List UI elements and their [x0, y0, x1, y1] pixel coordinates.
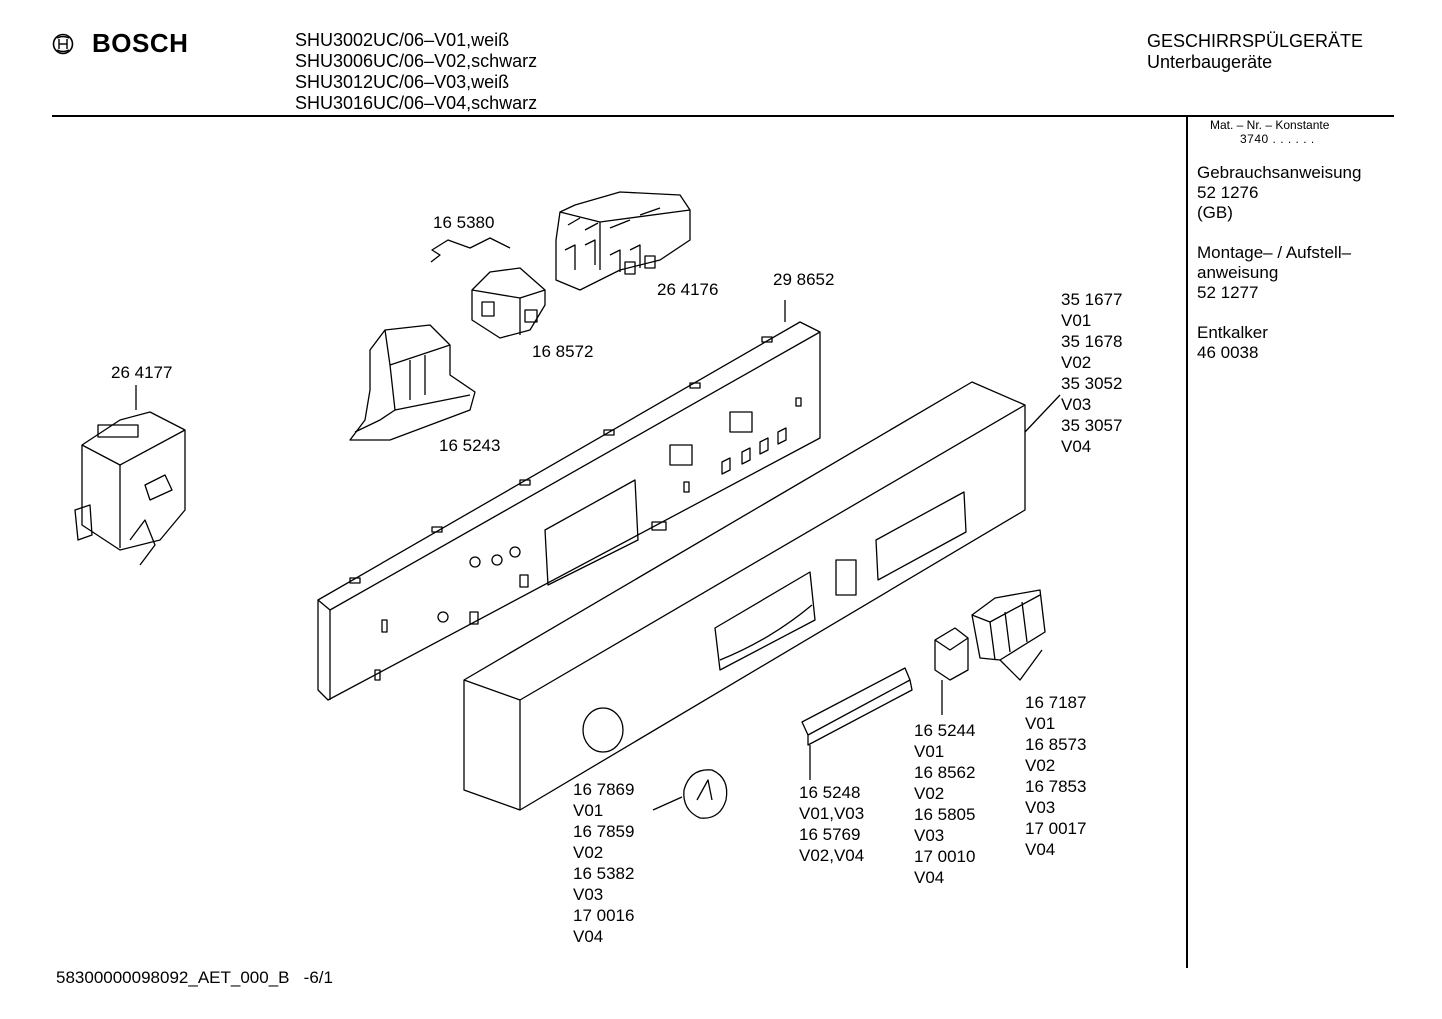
variant-item: V01: [573, 801, 604, 820]
variant-item: V02: [1061, 353, 1092, 372]
variant-item: 17 0016: [573, 906, 635, 925]
part-label-298652: 29 8652: [773, 270, 835, 289]
rear-panel-part: [317, 321, 821, 701]
variant-item: V04: [1025, 840, 1056, 859]
variant-item: 17 0017: [1025, 819, 1087, 838]
variant-item: V03: [1061, 395, 1092, 414]
descaler-number: 46 0038: [1197, 343, 1259, 362]
leader-351677: [1024, 394, 1061, 433]
header-divider: [52, 115, 1394, 117]
descaler-title: Entkalker: [1197, 323, 1268, 342]
light-bar-part: [801, 667, 913, 746]
variant-item: 16 7853: [1025, 777, 1087, 796]
variant-item: V03: [1025, 798, 1056, 817]
variant-item: V02: [914, 784, 945, 803]
variant-item: V04: [573, 927, 604, 946]
mat-label: Mat. – Nr. – Konstante: [1210, 118, 1330, 132]
mounting-title-cont: anweisung: [1197, 263, 1279, 282]
part-label-165380: 16 5380: [433, 213, 495, 232]
model-item: SHU3016UC/06–V04,schwarz: [295, 93, 538, 113]
carrier-frame-part: [349, 324, 476, 441]
variant-item: 16 8562: [914, 763, 976, 782]
variant-item: V01,V03: [799, 804, 865, 823]
brand-name: BOSCH: [92, 28, 189, 58]
descaler-block: Entkalker 46 0038: [1197, 323, 1392, 363]
category-title: GESCHIRRSPÜLGERÄTE: [1147, 31, 1364, 51]
mounting-title: Montage– / Aufstell–: [1197, 243, 1352, 262]
knob-part: [683, 769, 728, 819]
category-subtitle: Unterbaugeräte: [1147, 52, 1273, 72]
variant-item: 17 0010: [914, 847, 976, 866]
variant-item: 35 3052: [1061, 374, 1123, 393]
mat-value: 3740 . . . . . .: [1240, 132, 1315, 146]
mounting-number: 52 1277: [1197, 283, 1259, 302]
variant-item: V02: [573, 843, 604, 862]
variant-item: V01: [1061, 311, 1092, 330]
category-block: GESCHIRRSPÜLGERÄTE Unterbaugeräte: [1147, 31, 1363, 73]
key-set-part: [971, 589, 1046, 661]
part-label-264176: 26 4176: [657, 280, 719, 299]
variant-item: V01: [1025, 714, 1056, 733]
part-label-264177: 26 4177: [111, 363, 173, 382]
variant-item: 16 5805: [914, 805, 976, 824]
variant-item: V02: [1025, 756, 1056, 775]
leader-keys: [999, 649, 1043, 681]
variant-item: 35 3057: [1061, 416, 1123, 435]
variant-item: V03: [914, 826, 945, 845]
variant-item: 16 7187: [1025, 693, 1087, 712]
manual-lang: (GB): [1197, 203, 1233, 222]
leader-knob: [652, 796, 683, 811]
variant-item: 35 1677: [1061, 290, 1123, 309]
manual-title: Gebrauchsanweisung: [1197, 163, 1362, 182]
mounting-block: Montage– / Aufstell– anweisung 52 1277: [1197, 243, 1392, 303]
variant-item: 35 1678: [1061, 332, 1123, 351]
part-label-168572: 16 8572: [532, 342, 594, 361]
variant-item: V01: [914, 742, 945, 761]
connector-block-part: [555, 191, 691, 291]
sidebar-divider: [1186, 116, 1188, 968]
variant-item: V04: [914, 868, 945, 887]
bosch-logo-icon: [52, 33, 74, 54]
wire-spring-part: [430, 237, 511, 263]
switch-part: [471, 267, 546, 339]
model-item: SHU3006UC/06–V02,schwarz: [295, 51, 538, 71]
model-list: SHU3002UC/06–V01,weiß SHU3006UC/06–V02,s…: [295, 30, 537, 114]
push-button-part: [934, 627, 969, 681]
variant-item: V03: [573, 885, 604, 904]
sidebar-info: Mat. – Nr. – Konstante 3740 . . . . . . …: [1197, 118, 1392, 363]
variant-item: 16 7869: [573, 780, 635, 799]
variant-item: 16 8573: [1025, 735, 1087, 754]
timer-module-part: [74, 411, 186, 566]
variant-item: V04: [1061, 437, 1092, 456]
variant-item: 16 7859: [573, 822, 635, 841]
variant-item: 16 5248: [799, 783, 861, 802]
model-item: SHU3012UC/06–V03,weiß: [295, 72, 510, 92]
manual-block: Gebrauchsanweisung 52 1276 (GB): [1197, 163, 1392, 223]
document-code: 58300000098092_AET_000_B -6/1: [56, 968, 333, 987]
part-label-165243: 16 5243: [439, 436, 501, 455]
manual-number: 52 1276: [1197, 183, 1259, 202]
variant-item: 16 5769: [799, 825, 861, 844]
model-item: SHU3002UC/06–V01,weiß: [295, 30, 510, 50]
front-panel-part: [463, 381, 1026, 811]
brand-header: BOSCH: [52, 28, 188, 59]
variant-item: 16 5244: [914, 721, 976, 740]
variant-item: V02,V04: [799, 846, 865, 865]
variant-item: 16 5382: [573, 864, 635, 883]
